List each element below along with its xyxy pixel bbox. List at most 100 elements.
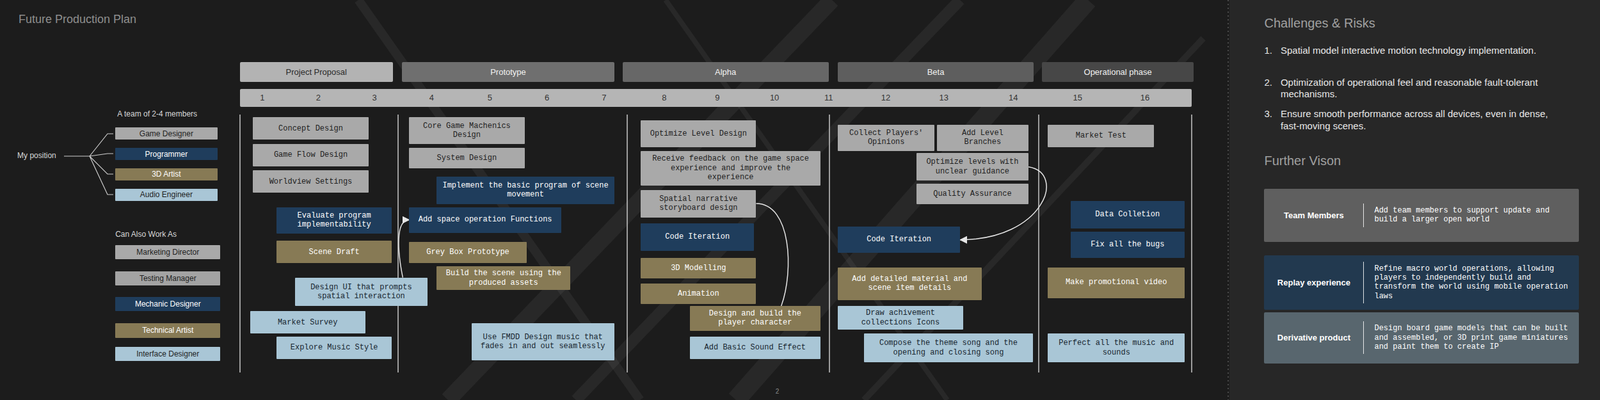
task-text: Optimize Level Design (650, 129, 747, 139)
week-number: 5 (480, 92, 500, 104)
task-box: Data Colletion (1070, 200, 1186, 229)
task-box: Concept Design (252, 117, 368, 140)
role-name: Audio Engineer (140, 190, 193, 200)
task-text: Design UI that prompts spatial interacti… (300, 282, 423, 302)
task-box: Code Iteration (640, 223, 754, 251)
task-text: Add Basic Sound Effect (704, 343, 806, 352)
phase-header: Operational phase (1041, 62, 1195, 82)
legend-swatch: Technical Artist (115, 323, 221, 338)
flow-arrow (398, 220, 409, 278)
task-box: Draw achivement collections Icons (837, 305, 964, 330)
list-number: 1. (1264, 44, 1281, 57)
position-label: My position (17, 151, 57, 160)
week-number: 12 (876, 92, 896, 104)
task-box: Design UI that prompts spatial interacti… (295, 277, 428, 307)
task-box: Optimize levels with unclear guidance (916, 152, 1029, 181)
card-text: Design board game models that can be bui… (1363, 321, 1579, 354)
card-title: Derivative product (1264, 330, 1364, 346)
page-title: Future Production Plan (18, 12, 137, 27)
legend-swatch: Marketing Director (115, 245, 221, 260)
task-box: Grey Box Prototype (408, 241, 527, 264)
task-box: Compose the theme song and the opening a… (864, 333, 1033, 363)
task-text: Implement the basic program of scene mov… (441, 181, 609, 200)
team-size-note: A team of 2-4 members (117, 109, 198, 119)
role-name: Technical Artist (142, 325, 194, 335)
task-text: Grey Box Prototype (426, 247, 510, 257)
task-box: Implement the basic program of scene mov… (436, 176, 614, 205)
phase-name: Operational phase (1084, 67, 1152, 78)
divider-line (828, 114, 831, 373)
task-text: Optimize levels with unclear guidance (921, 157, 1024, 176)
task-box: Build the scene using the produced asset… (436, 266, 571, 290)
task-text: Fix all the bugs (1090, 240, 1165, 249)
task-text: Market Survey (277, 318, 338, 328)
task-text: Data Colletion (1095, 209, 1160, 219)
task-text: Add space operation Functions (418, 215, 553, 224)
phase-name: Project Proposal (286, 67, 347, 78)
card-text: Add team members to support update and b… (1363, 203, 1579, 228)
task-box: Core Game Machenics Design (408, 117, 525, 144)
role-name: Programmer (145, 149, 189, 159)
task-box: Use FMDD Design music that fades in and … (471, 323, 615, 360)
task-text: Quality Assurance (933, 189, 1012, 199)
legend-swatch: Audio Engineer (115, 188, 217, 201)
task-text: Animation (677, 289, 720, 299)
task-text: Code Iteration (866, 234, 932, 244)
task-text: Design and build the player character (695, 309, 816, 328)
card-text: Refine macro world operations, allowing … (1363, 261, 1579, 304)
week-number: 4 (421, 92, 441, 104)
task-box: Animation (640, 283, 756, 304)
task-box: Fix all the bugs (1070, 231, 1186, 258)
week-number: 15 (1068, 92, 1088, 104)
role-name: Testing Manager (139, 273, 197, 283)
role-name: Marketing Director (136, 247, 200, 257)
role-name: Interface Designer (136, 349, 200, 359)
divider-line (1191, 114, 1193, 373)
phase-name: Beta (927, 67, 945, 78)
task-box: Scene Draft (276, 240, 392, 264)
risk-item: Ensure smooth performance across all dev… (1280, 108, 1552, 133)
role-name: Game Designer (139, 129, 194, 139)
task-box: System Design (408, 147, 525, 169)
task-box: Evaluate program implementability (276, 207, 392, 234)
task-box: Worldview Settings (252, 170, 368, 193)
week-number: 1 (252, 92, 272, 104)
task-box: Receive feedback on the game space exper… (640, 151, 821, 186)
task-text: Make promotional video (1065, 277, 1167, 287)
legend-swatch: Mechanic Designer (115, 296, 221, 312)
week-number: 3 (364, 92, 384, 104)
task-text: Evaluate program implementability (281, 211, 387, 230)
flow-arrow (755, 203, 788, 306)
legend-swatch: Programmer (115, 147, 217, 160)
week-number: 7 (594, 92, 614, 104)
task-text: Draw achivement collections Icons (842, 308, 959, 328)
panel-separator (1227, 0, 1229, 400)
page-number: 2 (775, 387, 780, 396)
task-box: 3D Modelling (640, 257, 756, 279)
card-title: Team Members (1264, 208, 1364, 224)
task-box: Code Iteration (837, 226, 960, 253)
vision-card: Replay experienceRefine macro world oper… (1264, 255, 1579, 311)
vision-card: Derivative productDesign board game mode… (1264, 312, 1579, 364)
task-text: 3D Modelling (670, 263, 726, 273)
legend-swatch: Game Designer (115, 127, 217, 140)
legend-swatch: Interface Designer (115, 346, 221, 361)
divider-line (626, 114, 628, 373)
task-box: Spatial narrative storyboard design (640, 190, 756, 218)
legend-swatch: Testing Manager (115, 271, 221, 286)
task-text: System Design (437, 153, 498, 163)
task-box: Collect Players' Opinions (837, 124, 935, 152)
week-number: 14 (1003, 92, 1023, 104)
side-panel (1229, 0, 1600, 400)
section-heading: Challenges & Risks (1264, 15, 1570, 31)
task-text: Receive feedback on the game space exper… (645, 154, 816, 182)
week-number: 2 (308, 92, 328, 104)
task-text: Code Iteration (664, 232, 730, 242)
week-number: 16 (1135, 92, 1155, 104)
beam (358, 0, 640, 400)
task-text: Spatial narrative storyboard design (645, 194, 751, 214)
divider-line (1038, 114, 1040, 373)
task-text: Build the scene using the produced asset… (441, 268, 566, 288)
vision-card: Team MembersAdd team members to support … (1264, 188, 1579, 242)
